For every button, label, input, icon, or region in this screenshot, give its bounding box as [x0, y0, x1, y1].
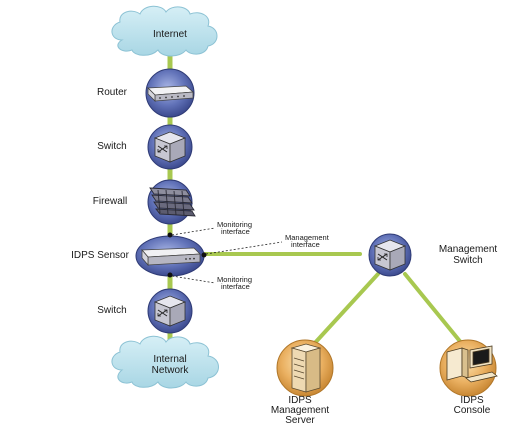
- management-switch-label-2: Switch: [453, 255, 482, 266]
- internal-network-cloud: Internal Network: [111, 335, 219, 389]
- router-label: Router: [97, 87, 128, 98]
- idps-console-node: [439, 339, 498, 397]
- monitoring-interface-top-1: Monitoring: [217, 220, 252, 229]
- idps-management-server-node: [276, 339, 334, 397]
- switch-icon: [153, 295, 187, 327]
- mgmt-server-label-2: Management: [271, 405, 330, 416]
- management-interface-2: interface: [291, 240, 320, 249]
- switch-top-node: [147, 124, 193, 170]
- monitoring-port-bottom: [167, 272, 173, 278]
- link-mgmt-switch-console: [403, 272, 465, 347]
- management-port: [201, 252, 207, 258]
- link-mgmt-switch-server: [311, 272, 380, 347]
- monitoring-interface-bottom-1: Monitoring: [217, 275, 252, 284]
- switch-icon: [373, 239, 407, 271]
- sensor-icon: [141, 247, 201, 267]
- console-label-2: Console: [454, 405, 491, 416]
- management-switch-node: [368, 233, 412, 277]
- switch-icon: [153, 131, 187, 163]
- idps-sensor-node: [135, 232, 207, 278]
- mgmt-server-label-3: Server: [285, 415, 315, 426]
- firewall-icon: [149, 187, 196, 217]
- console-icon: [446, 345, 498, 383]
- management-interface-1: Management: [285, 233, 330, 242]
- management-switch-label-1: Management: [439, 244, 498, 255]
- network-links: [167, 52, 465, 351]
- firewall-node: [147, 179, 196, 225]
- monitoring-interface-top-2: interface: [221, 227, 250, 236]
- console-label-1: IDPS: [460, 395, 484, 406]
- idps-sensor-label: IDPS Sensor: [71, 250, 129, 261]
- server-icon: [290, 343, 322, 393]
- switch-bottom-label: Switch: [97, 305, 126, 316]
- internal-network-label-2: Network: [152, 365, 190, 376]
- switch-bottom-node: [147, 288, 193, 334]
- mgmt-server-label-1: IDPS: [288, 395, 312, 406]
- internal-network-label-1: Internal: [153, 354, 186, 365]
- firewall-label: Firewall: [93, 196, 127, 207]
- router-node: [145, 68, 195, 118]
- monitoring-port-top: [167, 232, 173, 238]
- router-icon: [147, 85, 194, 102]
- annotation-leaders: [171, 227, 283, 284]
- internet-cloud: Internet: [111, 5, 218, 57]
- switch-top-label: Switch: [97, 141, 126, 152]
- monitoring-interface-bottom-2: interface: [221, 282, 250, 291]
- internet-label: Internet: [153, 29, 187, 40]
